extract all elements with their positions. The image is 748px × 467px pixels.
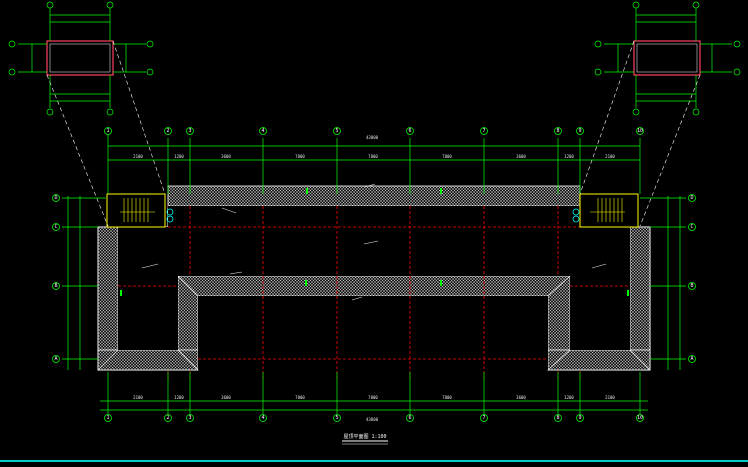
title-text: 屋顶平面图 1:100	[343, 434, 386, 440]
svg-text:4: 4	[261, 128, 264, 134]
svg-text:2: 2	[166, 128, 169, 134]
svg-text:B: B	[54, 283, 57, 289]
svg-text:9: 9	[578, 128, 581, 134]
parapet-right	[629, 226, 651, 371]
bottom-dimensions	[100, 372, 648, 414]
top-axis-bubbles	[104, 127, 644, 422]
roof-markers	[120, 188, 629, 296]
side-axis-labels: D C B A D C B A	[54, 195, 693, 362]
svg-text:5: 5	[335, 415, 338, 421]
svg-text:10: 10	[637, 128, 643, 134]
svg-text:10: 10	[637, 415, 643, 421]
side-dimensions	[62, 196, 686, 370]
svg-text:4: 4	[261, 415, 264, 421]
dimension-texts: 43800 43800 2100 1200 3600 7800 7800 780…	[133, 135, 615, 422]
svg-text:C: C	[690, 224, 693, 230]
svg-text:1200: 1200	[564, 395, 574, 400]
svg-text:1200: 1200	[564, 154, 574, 159]
detail-callout-right	[579, 1, 741, 227]
stair-right	[572, 193, 639, 228]
svg-text:2100: 2100	[605, 395, 615, 400]
parapet-bottom-right	[547, 349, 651, 371]
svg-text:7: 7	[482, 128, 485, 134]
svg-text:2100: 2100	[133, 395, 143, 400]
svg-text:D: D	[54, 195, 57, 201]
detail-callout-left	[8, 1, 166, 227]
svg-text:C: C	[54, 224, 57, 230]
svg-text:3600: 3600	[516, 395, 526, 400]
svg-text:8: 8	[556, 128, 559, 134]
leaders	[141, 183, 607, 301]
svg-text:3600: 3600	[221, 395, 231, 400]
roof-plan	[97, 185, 651, 371]
svg-text:2: 2	[166, 415, 169, 421]
overall-dim-bottom: 43800	[366, 417, 379, 422]
svg-text:3600: 3600	[221, 154, 231, 159]
svg-text:6: 6	[408, 415, 411, 421]
drawing-title: 屋顶平面图 1:100	[342, 434, 388, 445]
top-axis-labels: 1 2 3 4 5 6 7 8 9 10 1 2 3 4 5 6 7 8 9 1…	[106, 128, 643, 421]
svg-text:3: 3	[188, 415, 191, 421]
overall-dim: 43800	[366, 135, 379, 140]
top-dimensions	[107, 138, 641, 194]
svg-text:8: 8	[556, 415, 559, 421]
svg-text:7: 7	[482, 415, 485, 421]
parapet-top	[167, 185, 581, 207]
svg-text:3: 3	[188, 128, 191, 134]
svg-text:1200: 1200	[174, 395, 184, 400]
svg-text:1: 1	[106, 128, 109, 134]
stair-left	[106, 193, 174, 228]
parapet-bottom-left	[97, 349, 199, 371]
svg-text:7800: 7800	[295, 154, 305, 159]
svg-text:D: D	[690, 195, 693, 201]
svg-text:7800: 7800	[368, 395, 378, 400]
svg-text:9: 9	[578, 415, 581, 421]
parapet-left	[97, 226, 119, 371]
svg-text:2100: 2100	[133, 154, 143, 159]
svg-text:1200: 1200	[174, 154, 184, 159]
svg-text:2100: 2100	[605, 154, 615, 159]
svg-text:3600: 3600	[516, 154, 526, 159]
svg-text:B: B	[690, 283, 693, 289]
svg-text:7800: 7800	[442, 395, 452, 400]
svg-text:6: 6	[408, 128, 411, 134]
side-axis-bubbles	[52, 194, 696, 363]
svg-text:1: 1	[106, 415, 109, 421]
svg-text:A: A	[690, 356, 693, 362]
svg-text:7800: 7800	[295, 395, 305, 400]
svg-text:7800: 7800	[368, 154, 378, 159]
svg-text:7800: 7800	[442, 154, 452, 159]
svg-text:5: 5	[335, 128, 338, 134]
svg-text:A: A	[54, 356, 57, 362]
